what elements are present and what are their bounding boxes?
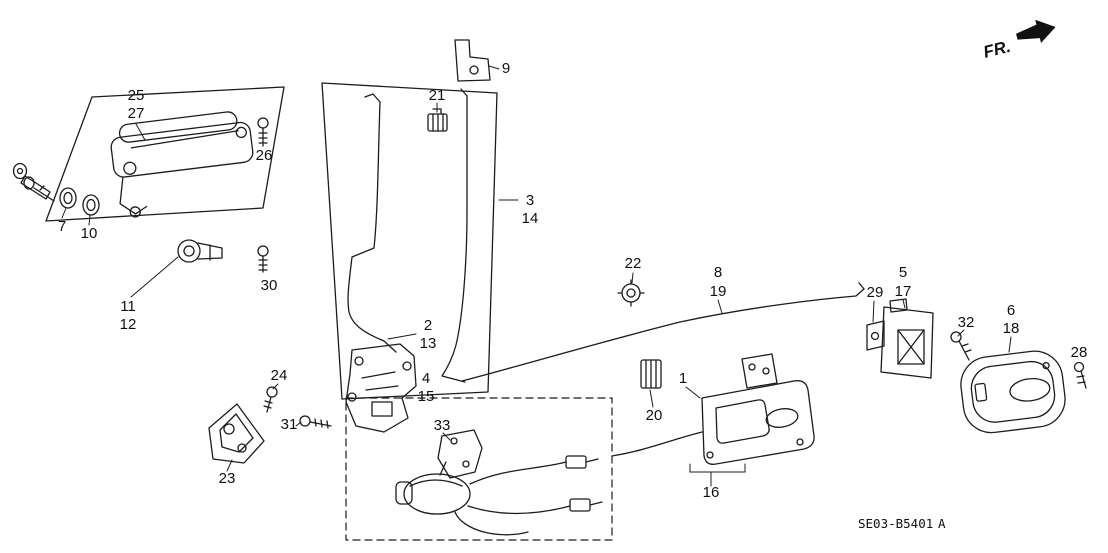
callout-16: 16 — [703, 484, 720, 501]
callout-21: 21 — [429, 87, 446, 104]
outer-handle-rear — [960, 350, 1066, 434]
callout-25: 25 — [128, 87, 145, 104]
callout-19: 19 — [710, 283, 727, 300]
screw-26-icon — [257, 117, 269, 147]
callout-4: 4 — [422, 370, 430, 387]
grommet-22 — [617, 279, 645, 307]
callout-10: 10 — [81, 225, 98, 242]
part-code: SE03-B5401 — [858, 516, 933, 531]
fr-direction: FR. — [981, 19, 1056, 62]
gasket-23 — [208, 403, 265, 464]
clip-21 — [427, 108, 448, 132]
callout-6: 6 — [1007, 302, 1015, 319]
callout-33: 33 — [434, 417, 451, 434]
callout-9: 9 — [502, 60, 510, 77]
part-code-suffix: A — [938, 516, 946, 531]
callout-26: 26 — [256, 147, 273, 164]
callout-31: 31 — [281, 416, 298, 433]
callout-17: 17 — [895, 283, 912, 300]
callout-2: 2 — [424, 317, 432, 334]
screw-32-icon — [950, 331, 972, 361]
callout-29: 29 — [867, 284, 884, 301]
rod-2-13 — [347, 93, 397, 353]
callout-14: 14 — [522, 210, 539, 227]
callout-8: 8 — [714, 264, 722, 281]
callout-20: 20 — [646, 407, 663, 424]
callout-1: 1 — [679, 370, 687, 387]
bracket-9 — [454, 39, 491, 82]
lock-cylinder — [177, 239, 223, 263]
callout-24: 24 — [271, 367, 288, 384]
screw-30-icon — [257, 245, 269, 273]
callout-18: 18 — [1003, 320, 1020, 337]
callout-30: 30 — [261, 277, 278, 294]
callout-28: 28 — [1071, 344, 1088, 361]
callout-11: 11 — [120, 298, 136, 315]
screw-28-icon — [1073, 361, 1087, 389]
callout-23: 23 — [219, 470, 236, 487]
latch-assembly — [345, 343, 417, 433]
key-icon — [12, 162, 55, 202]
callout-13: 13 — [420, 335, 437, 352]
actuator-assembly — [395, 429, 603, 536]
callout-5: 5 — [899, 264, 907, 281]
clip-20 — [640, 359, 662, 389]
callout-22: 22 — [625, 255, 642, 272]
fr-arrow-icon — [1016, 19, 1056, 43]
striker-bracket-5-17 — [866, 298, 934, 379]
outer-handle-frame — [45, 86, 285, 222]
callout-3: 3 — [526, 192, 534, 209]
inner-handle-assembly — [611, 353, 815, 465]
callout-27: 27 — [128, 105, 145, 122]
rod-3-14 — [441, 88, 468, 383]
callout-12: 12 — [120, 316, 137, 333]
leader-lines — [61, 65, 1012, 487]
grommet-7 — [59, 187, 77, 209]
screw-31-icon — [299, 415, 332, 429]
callout-15: 15 — [418, 388, 435, 405]
diagram-code: SE03-B5401 A — [858, 516, 946, 531]
detail-box-4-15 — [345, 397, 613, 541]
outer-door-handle — [110, 111, 254, 218]
callout-7: 7 — [58, 218, 66, 235]
rod-frame — [321, 82, 498, 400]
fr-label: FR. — [981, 37, 1012, 62]
grommet-10 — [82, 194, 100, 216]
rod-8-19 — [461, 282, 865, 382]
screw-24-icon — [263, 386, 278, 413]
callout-32: 32 — [958, 314, 975, 331]
